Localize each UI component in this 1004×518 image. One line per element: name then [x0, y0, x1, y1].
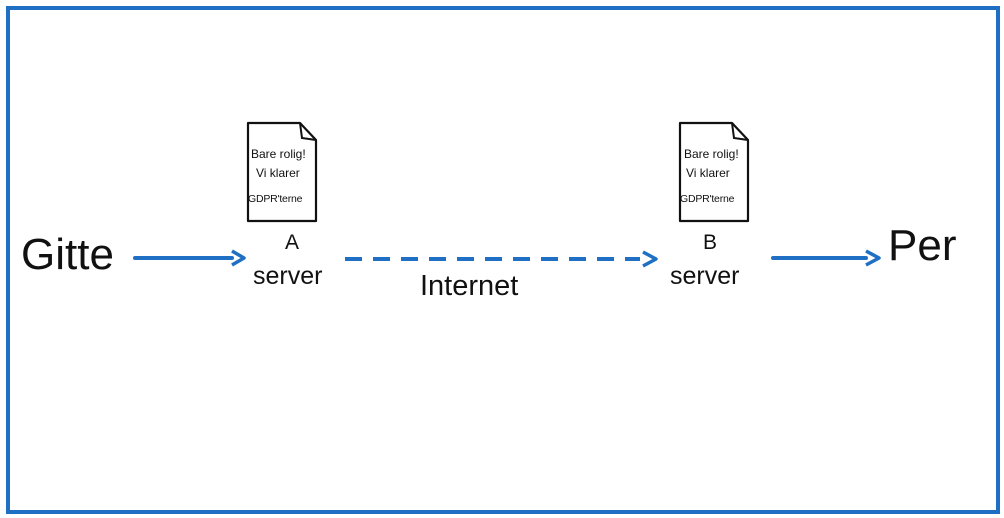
diagram-frame	[6, 6, 1000, 514]
document-line: Vi klarer	[256, 166, 300, 180]
arrow-server-b-to-per	[771, 249, 881, 267]
server-a-label: server	[253, 262, 323, 290]
document-line: GDPR'terne	[680, 193, 735, 205]
document-line: Bare rolig!	[251, 147, 306, 161]
sender-label: Gitte	[21, 230, 114, 279]
document-line: GDPR'terne	[248, 193, 303, 205]
server-a-letter: A	[285, 231, 300, 254]
document-line: Bare rolig!	[684, 147, 739, 161]
internet-label: Internet	[420, 270, 519, 302]
server-b-letter: B	[703, 231, 718, 254]
document-line: Vi klarer	[686, 166, 730, 180]
receiver-label: Per	[888, 221, 957, 270]
arrow-gitte-to-server-a	[133, 249, 246, 267]
document-icon: Bare rolig! Vi klarer GDPR'terne	[246, 121, 318, 223]
document-icon: Bare rolig! Vi klarer GDPR'terne	[678, 121, 750, 223]
arrow-internet-dashed	[345, 250, 658, 268]
server-b-label: server	[670, 262, 740, 290]
